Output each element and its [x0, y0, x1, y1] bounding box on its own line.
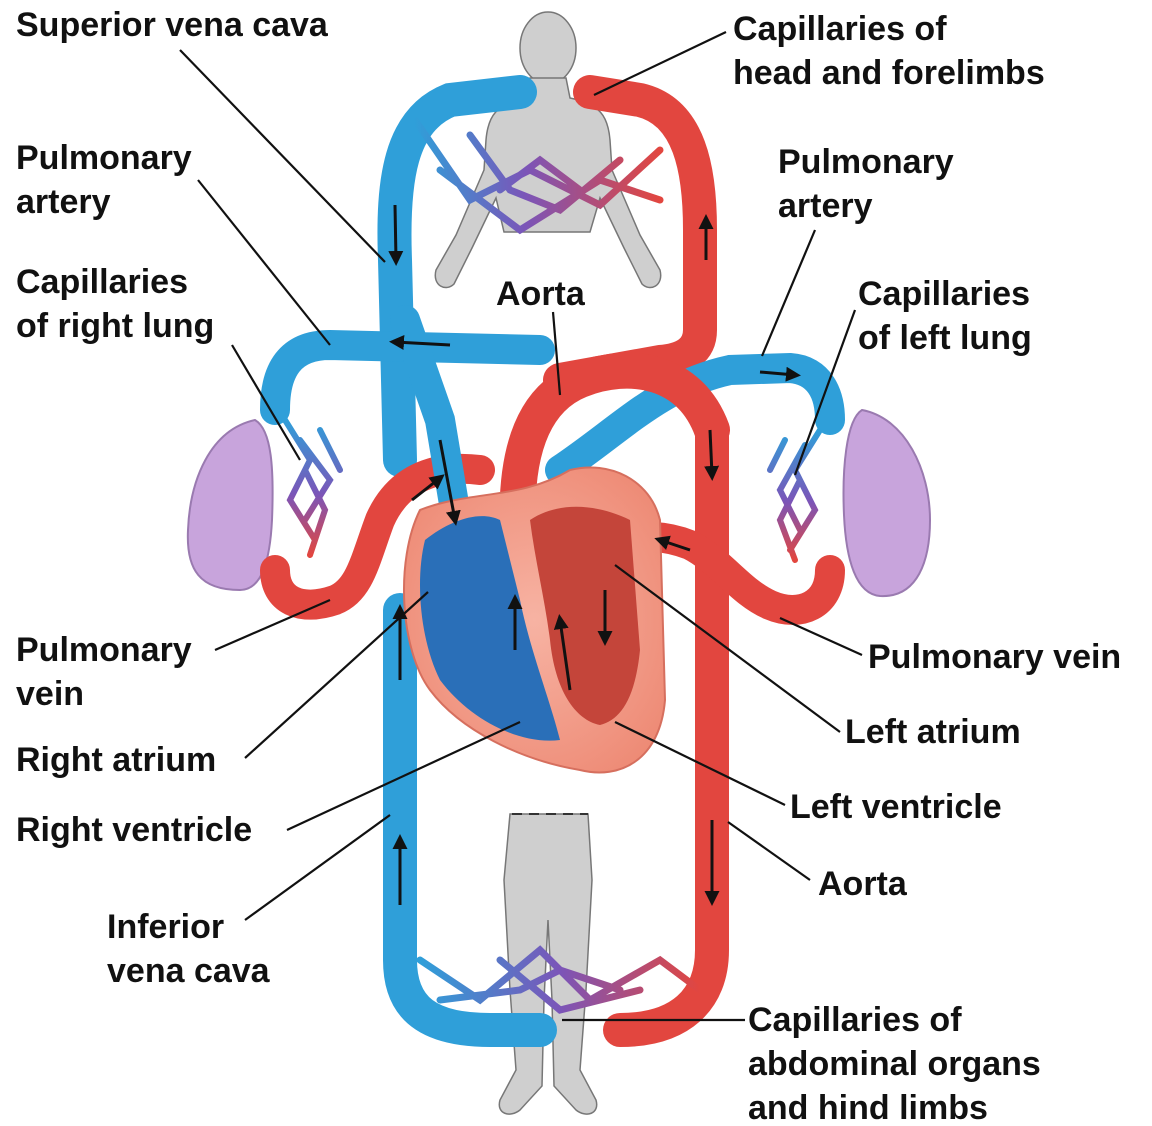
label-line: Inferior [107, 905, 270, 949]
label-line: Left ventricle [790, 785, 1002, 829]
label-line: Capillaries [16, 260, 214, 304]
left-lung [844, 410, 930, 596]
label-line: Capillaries of [748, 998, 1041, 1042]
label-line: Aorta [818, 862, 907, 906]
label-inferior-vena-cava: Inferior vena cava [107, 905, 270, 993]
label-superior-vena-cava: Superior vena cava [16, 3, 328, 47]
label-line: Aorta [496, 272, 585, 316]
label-pulmonary-artery-left: Pulmonary artery [16, 136, 192, 224]
label-aorta-bottom: Aorta [818, 862, 907, 906]
label-line: Pulmonary vein [868, 635, 1121, 679]
label-capillaries-head-forelimbs: Capillaries of head and forelimbs [733, 7, 1045, 95]
right-lung [188, 420, 273, 590]
label-capillaries-right-lung: Capillaries of right lung [16, 260, 214, 348]
label-capillaries-left-lung: Capillaries of left lung [858, 272, 1032, 360]
label-right-ventricle: Right ventricle [16, 808, 252, 852]
lower-body-silhouette [499, 814, 596, 1114]
upper-body-silhouette [435, 12, 660, 288]
label-line: Capillaries of [733, 7, 1045, 51]
label-line: of right lung [16, 304, 214, 348]
label-pulmonary-vein-right: Pulmonary vein [868, 635, 1121, 679]
label-line: Left atrium [845, 710, 1021, 754]
label-left-atrium: Left atrium [845, 710, 1021, 754]
label-line: Pulmonary [16, 136, 192, 180]
label-line: Right ventricle [16, 808, 252, 852]
label-line: Capillaries [858, 272, 1032, 316]
label-pulmonary-artery-right: Pulmonary artery [778, 140, 954, 228]
label-line: abdominal organs [748, 1042, 1041, 1086]
label-line: Right atrium [16, 738, 216, 782]
label-line: Superior vena cava [16, 3, 328, 47]
label-left-ventricle: Left ventricle [790, 785, 1002, 829]
label-pulmonary-vein-left: Pulmonary vein [16, 628, 192, 716]
label-line: and hind limbs [748, 1086, 1041, 1126]
label-line: artery [16, 180, 192, 224]
label-line: artery [778, 184, 954, 228]
label-line: vein [16, 672, 192, 716]
label-line: Pulmonary [778, 140, 954, 184]
label-line: Pulmonary [16, 628, 192, 672]
label-aorta-top: Aorta [496, 272, 585, 316]
label-line: head and forelimbs [733, 51, 1045, 95]
label-capillaries-abdominal-hindlimbs: Capillaries of abdominal organs and hind… [748, 998, 1041, 1126]
label-right-atrium: Right atrium [16, 738, 216, 782]
label-line: vena cava [107, 949, 270, 993]
label-line: of left lung [858, 316, 1032, 360]
